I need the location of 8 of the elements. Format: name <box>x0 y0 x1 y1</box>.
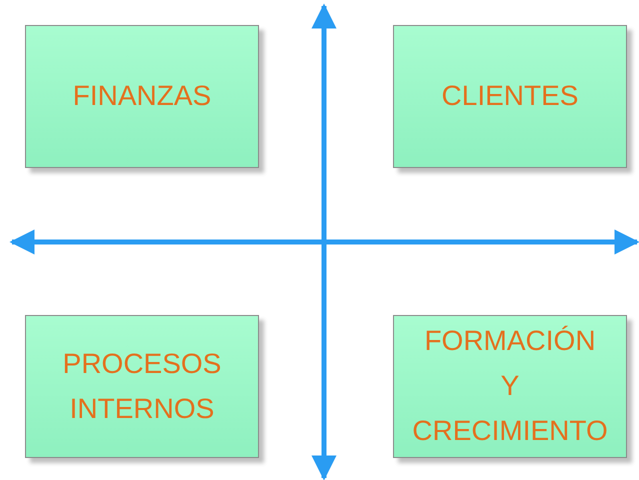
quadrant-box <box>393 25 627 168</box>
box-label: FINANZAS <box>72 79 212 114</box>
box-label: CLIENTES <box>442 79 578 114</box>
box-label: PROCESOS INTERNOS <box>62 346 222 426</box>
quadrant-box <box>393 315 627 458</box>
box-label: FORMACIÓN Y CRECIMIENTO <box>412 324 608 448</box>
quadrant-box <box>25 315 259 458</box>
quadrant-box <box>25 25 259 168</box>
